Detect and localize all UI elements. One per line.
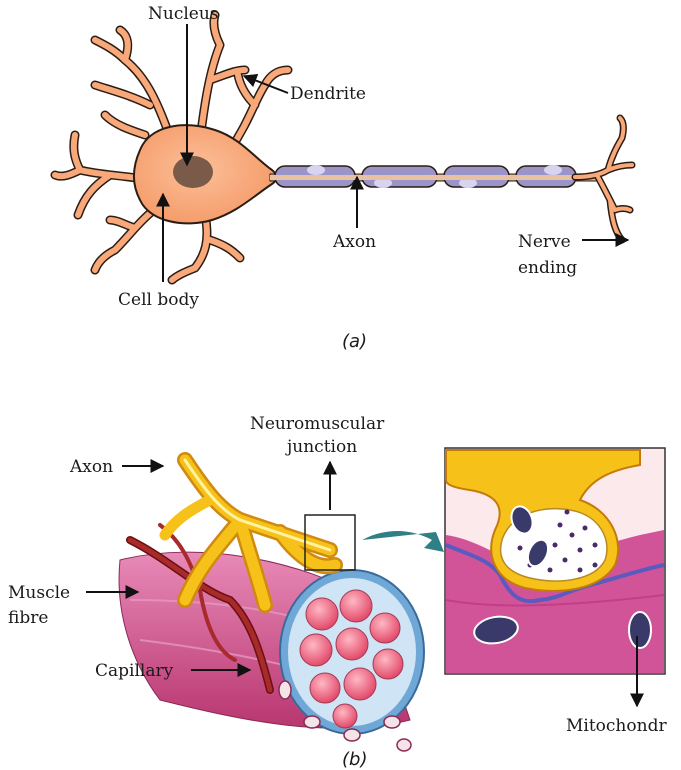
nerve-ending-branches: [571, 114, 636, 244]
label-axon-b: Axon: [69, 457, 113, 477]
label-nucleus: Nucleus: [148, 4, 219, 24]
label-neuromuscular-line2: junction: [285, 437, 357, 457]
muscle-fibre-shape: [118, 551, 425, 735]
neuromuscular-figure-b: Neuromuscular junction Axon Muscle fibre…: [8, 414, 667, 770]
label-axon-a: Axon: [332, 232, 376, 252]
caption-a: (a): [342, 331, 367, 352]
label-capillary: Capillary: [95, 661, 174, 681]
label-nerve-ending-line1: Nerve: [518, 232, 571, 252]
inset-zoom-panel: [444, 447, 666, 675]
label-cell-body: Cell body: [118, 290, 199, 310]
label-muscle-fibre-line2: fibre: [8, 608, 48, 628]
muscle-nuclei: [278, 680, 412, 752]
figure-b-pointers: [86, 459, 644, 708]
nucleus-shape: [173, 156, 213, 188]
zoom-arrow: [362, 531, 444, 552]
label-muscle-fibre-line1: Muscle: [8, 583, 70, 603]
label-neuromuscular-line1: Neuromuscular: [250, 414, 385, 434]
neuron-figure-a: Nucleus Dendrite Axon Nerve ending Cell …: [50, 4, 636, 352]
label-mitochondria: Mitochondr: [566, 716, 667, 736]
inset-mitochondria: [473, 505, 652, 649]
label-dendrite: Dendrite: [290, 84, 366, 104]
caption-b: (b): [342, 749, 367, 770]
axon-shape: [269, 165, 601, 188]
nerve-axon-shape: [159, 452, 343, 613]
junction-highlight-box: [304, 514, 356, 571]
label-nerve-ending-line2: ending: [518, 258, 577, 278]
muscle-fibrils: [299, 589, 404, 729]
figure-a-pointers: [156, 24, 630, 282]
